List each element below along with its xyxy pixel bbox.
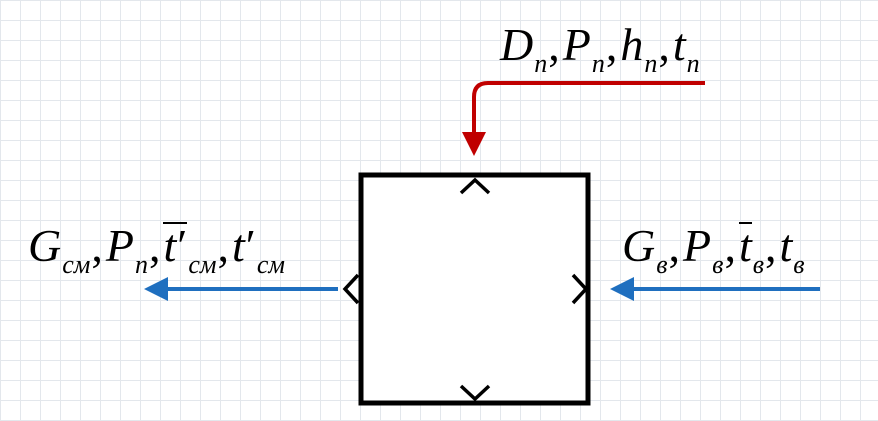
top-input-arrow [462, 81, 705, 156]
right-stream-label: Gв,Pв,tв,tв [622, 220, 805, 279]
bottom-port-marker [459, 384, 491, 402]
left-port-marker [342, 273, 360, 305]
process-block [358, 172, 591, 406]
top-stream-label: Dп,Pп,hп,tп [500, 19, 700, 78]
left-stream-label: Gсм,Pп,t′см,t′см [28, 220, 285, 279]
top-port-marker [459, 177, 491, 195]
right-port-marker [571, 273, 589, 305]
